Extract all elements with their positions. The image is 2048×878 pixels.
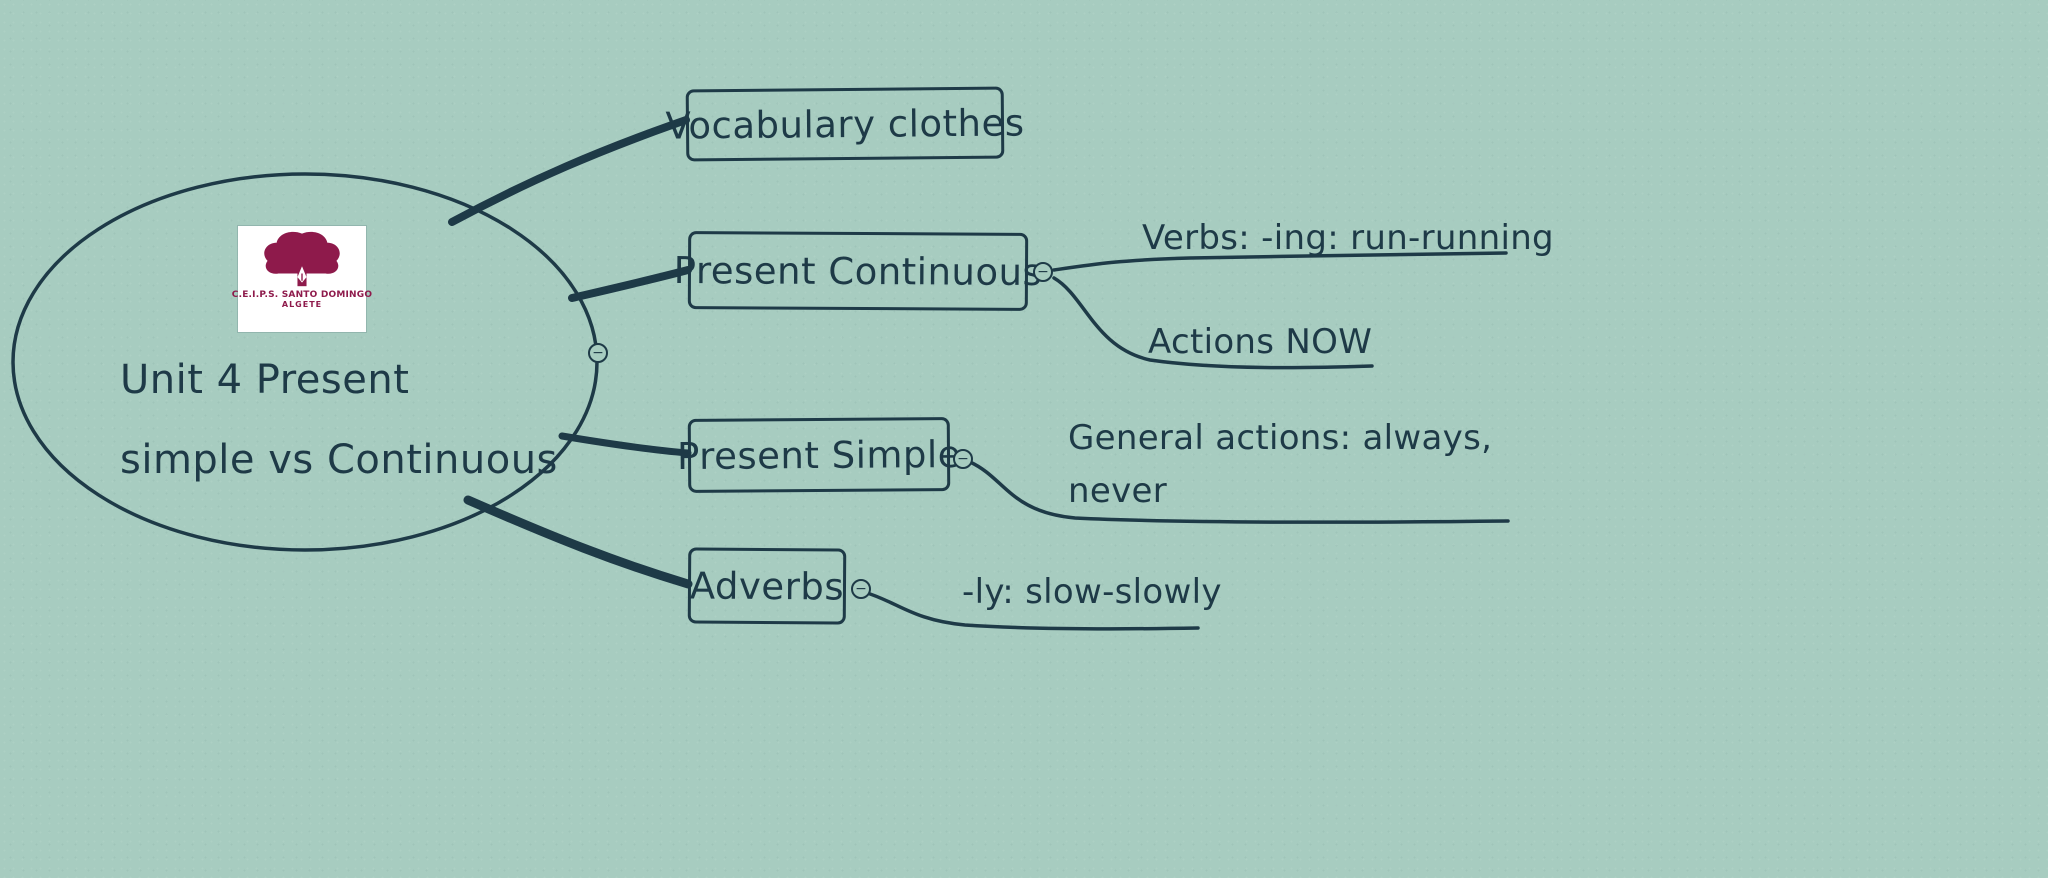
collapse-icon-present-continuous[interactable]: −	[1033, 262, 1053, 282]
collapse-icon-root[interactable]: −	[588, 343, 608, 363]
subtopic-actions-now[interactable]: Actions NOW	[1148, 322, 1373, 362]
collapse-icon-adverbs[interactable]: −	[851, 579, 871, 599]
collapse-icon-present-simple[interactable]: −	[953, 449, 973, 469]
topic-present-simple[interactable]: Present Simple	[677, 417, 961, 493]
root-title-line2: simple vs Continuous	[120, 437, 558, 483]
root-title-line1: Unit 4 Present	[120, 357, 410, 403]
logo-school-name: C.E.I.P.S. SANTO DOMINGO	[231, 290, 373, 300]
logo-town-name: ALGETE	[281, 300, 323, 309]
topic-present-continuous-label: Present Continuous	[673, 248, 1043, 294]
connector-present-simple	[558, 432, 692, 457]
root-node[interactable]: C.E.I.P.S. SANTO DOMINGO ALGETE Unit 4 P…	[30, 190, 580, 535]
topic-adverbs[interactable]: Adverbs	[687, 547, 847, 625]
root-title: Unit 4 Present simple vs Continuous	[120, 340, 558, 500]
subtopic-ly-slowly[interactable]: -ly: slow-slowly	[962, 572, 1222, 612]
topic-vocabulary-clothes[interactable]: Vocabulary clothes	[665, 86, 1025, 162]
topic-present-simple-label: Present Simple	[676, 432, 962, 478]
subtopic-verbs-ing[interactable]: Verbs: -ing: run-running	[1142, 218, 1554, 258]
topic-vocabulary-clothes-label: Vocabulary clothes	[665, 100, 1025, 148]
subtopic-general-actions[interactable]: General actions: always, never	[1068, 418, 1493, 511]
topic-adverbs-label: Adverbs	[689, 563, 845, 609]
tree-logo-icon	[264, 231, 340, 287]
topic-present-continuous[interactable]: Present Continuous	[674, 231, 1042, 311]
school-logo[interactable]: C.E.I.P.S. SANTO DOMINGO ALGETE	[232, 226, 372, 332]
connector-present-continuous	[568, 266, 692, 302]
